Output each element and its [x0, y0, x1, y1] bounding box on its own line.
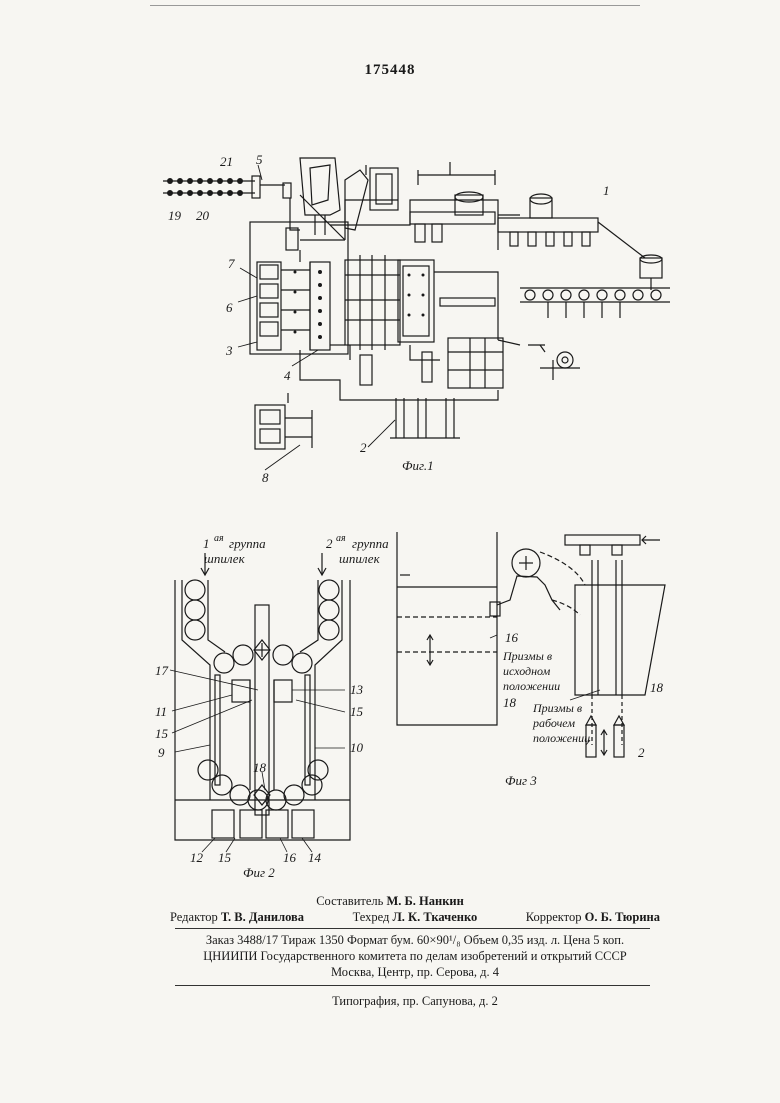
fig3-note-initial-2: исходном — [503, 664, 551, 678]
fig3-note-working-3: положении — [533, 731, 590, 745]
prism-block — [575, 585, 665, 695]
org-line: ЦНИИПИ Государственного комитета по дела… — [170, 948, 660, 964]
corrector-label: Корректор — [526, 910, 582, 924]
fig3-label-2: 2 — [638, 745, 645, 760]
fig3-note-initial-1: Призмы в — [502, 649, 552, 663]
techred-name: Л. К. Ткаченко — [392, 910, 477, 924]
order-line: Заказ 3488/17 Тираж 1350 Формат бум. 60×… — [170, 932, 660, 948]
typography-line: Типография, пр. Сапунова, д. 2 — [170, 993, 660, 1009]
fig3-note-working-2: рабочем — [532, 716, 575, 730]
footer-divider — [175, 928, 650, 929]
address-line: Москва, Центр, пр. Серова, д. 4 — [170, 964, 660, 980]
editors-line: Редактор Т. В. Данилова Техред Л. К. Тка… — [170, 909, 660, 925]
compiler-label: Составитель — [316, 894, 383, 908]
editor-entry: Редактор Т. В. Данилова — [170, 909, 304, 925]
editor-label: Редактор — [170, 910, 218, 924]
fig3-note-working-1: Призмы в — [532, 701, 582, 715]
carriage — [565, 535, 640, 545]
fig3-caption: Фиг 3 — [505, 773, 537, 788]
techred-label: Техред — [353, 910, 390, 924]
techred-entry: Техред Л. К. Ткаченко — [353, 909, 478, 925]
fig3-label-18-right: 18 — [650, 680, 664, 695]
footer-divider-2 — [175, 985, 650, 986]
compiler-name: М. Б. Нанкин — [386, 894, 463, 908]
compiler-line: Составитель М. Б. Нанкин — [0, 893, 780, 909]
editor-name: Т. В. Данилова — [221, 910, 304, 924]
corrector-entry: Корректор О. Б. Тюрина — [526, 909, 660, 925]
corrector-name: О. Б. Тюрина — [585, 910, 660, 924]
fig3-note-initial-3: положении — [503, 679, 560, 693]
fig3-label-18-left: 18 — [503, 695, 517, 710]
fig3-label-16: 16 — [505, 630, 519, 645]
